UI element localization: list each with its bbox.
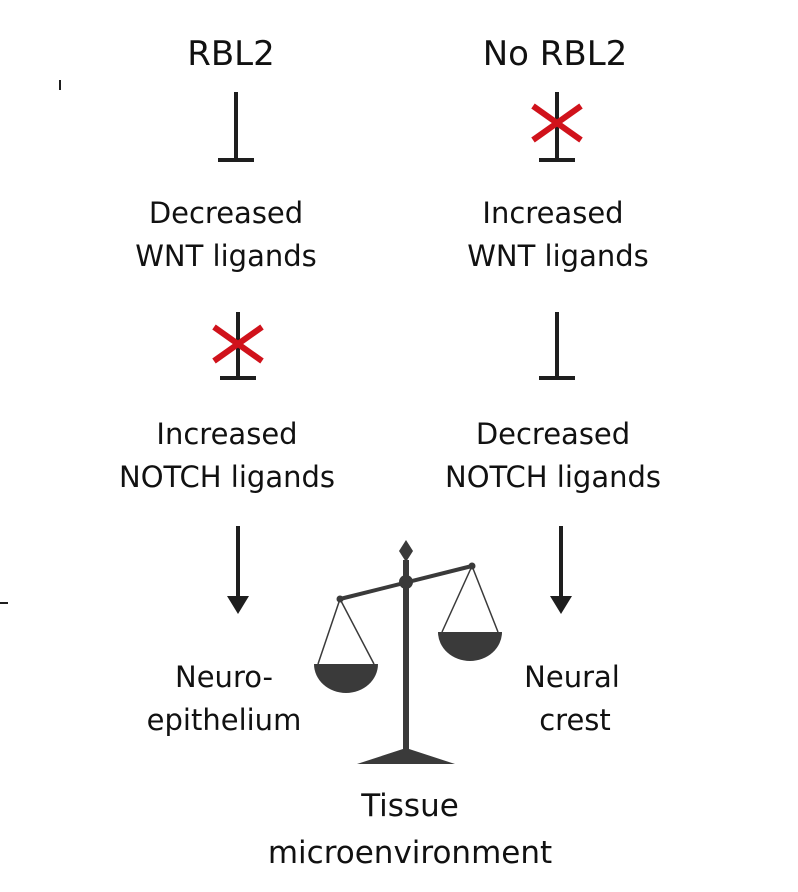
balance-scale-icon (314, 540, 502, 764)
heading-rbl2: RBL2 (187, 34, 275, 74)
right-outcome-line2: crest (539, 703, 611, 737)
left-wnt-line1: Decreased (148, 196, 304, 230)
left-wnt-line2: WNT ligands (135, 239, 317, 273)
tissue-label-line2: microenvironment (267, 835, 553, 871)
blocked-inhibition-symbol-right-rbl2-wnt (531, 92, 583, 162)
red-cross-icon (212, 324, 264, 364)
tissue-label-line1: Tissue (361, 788, 459, 824)
heading-no-rbl2: No RBL2 (482, 34, 628, 74)
left-outcome-line1: Neuro- (175, 660, 273, 694)
left-outcome-line2: epithelium (146, 703, 302, 737)
right-wnt-line2: WNT ligands (467, 239, 649, 273)
red-cross-icon (531, 103, 583, 143)
arrow-down-icon-right (550, 526, 572, 614)
inhibition-symbol-left-rbl2-wnt (218, 92, 254, 162)
right-wnt-line1: Increased (482, 196, 624, 230)
left-notch-line2: NOTCH ligands (119, 460, 335, 494)
inhibition-symbol-right-wnt-notch (539, 312, 575, 380)
right-notch-line2: NOTCH ligands (445, 460, 661, 494)
arrow-down-icon-left (227, 526, 249, 614)
right-notch-line1: Decreased (475, 417, 631, 451)
right-outcome-line1: Neural (524, 660, 620, 694)
blocked-inhibition-symbol-left-wnt-notch (212, 312, 264, 380)
left-notch-line1: Increased (156, 417, 298, 451)
